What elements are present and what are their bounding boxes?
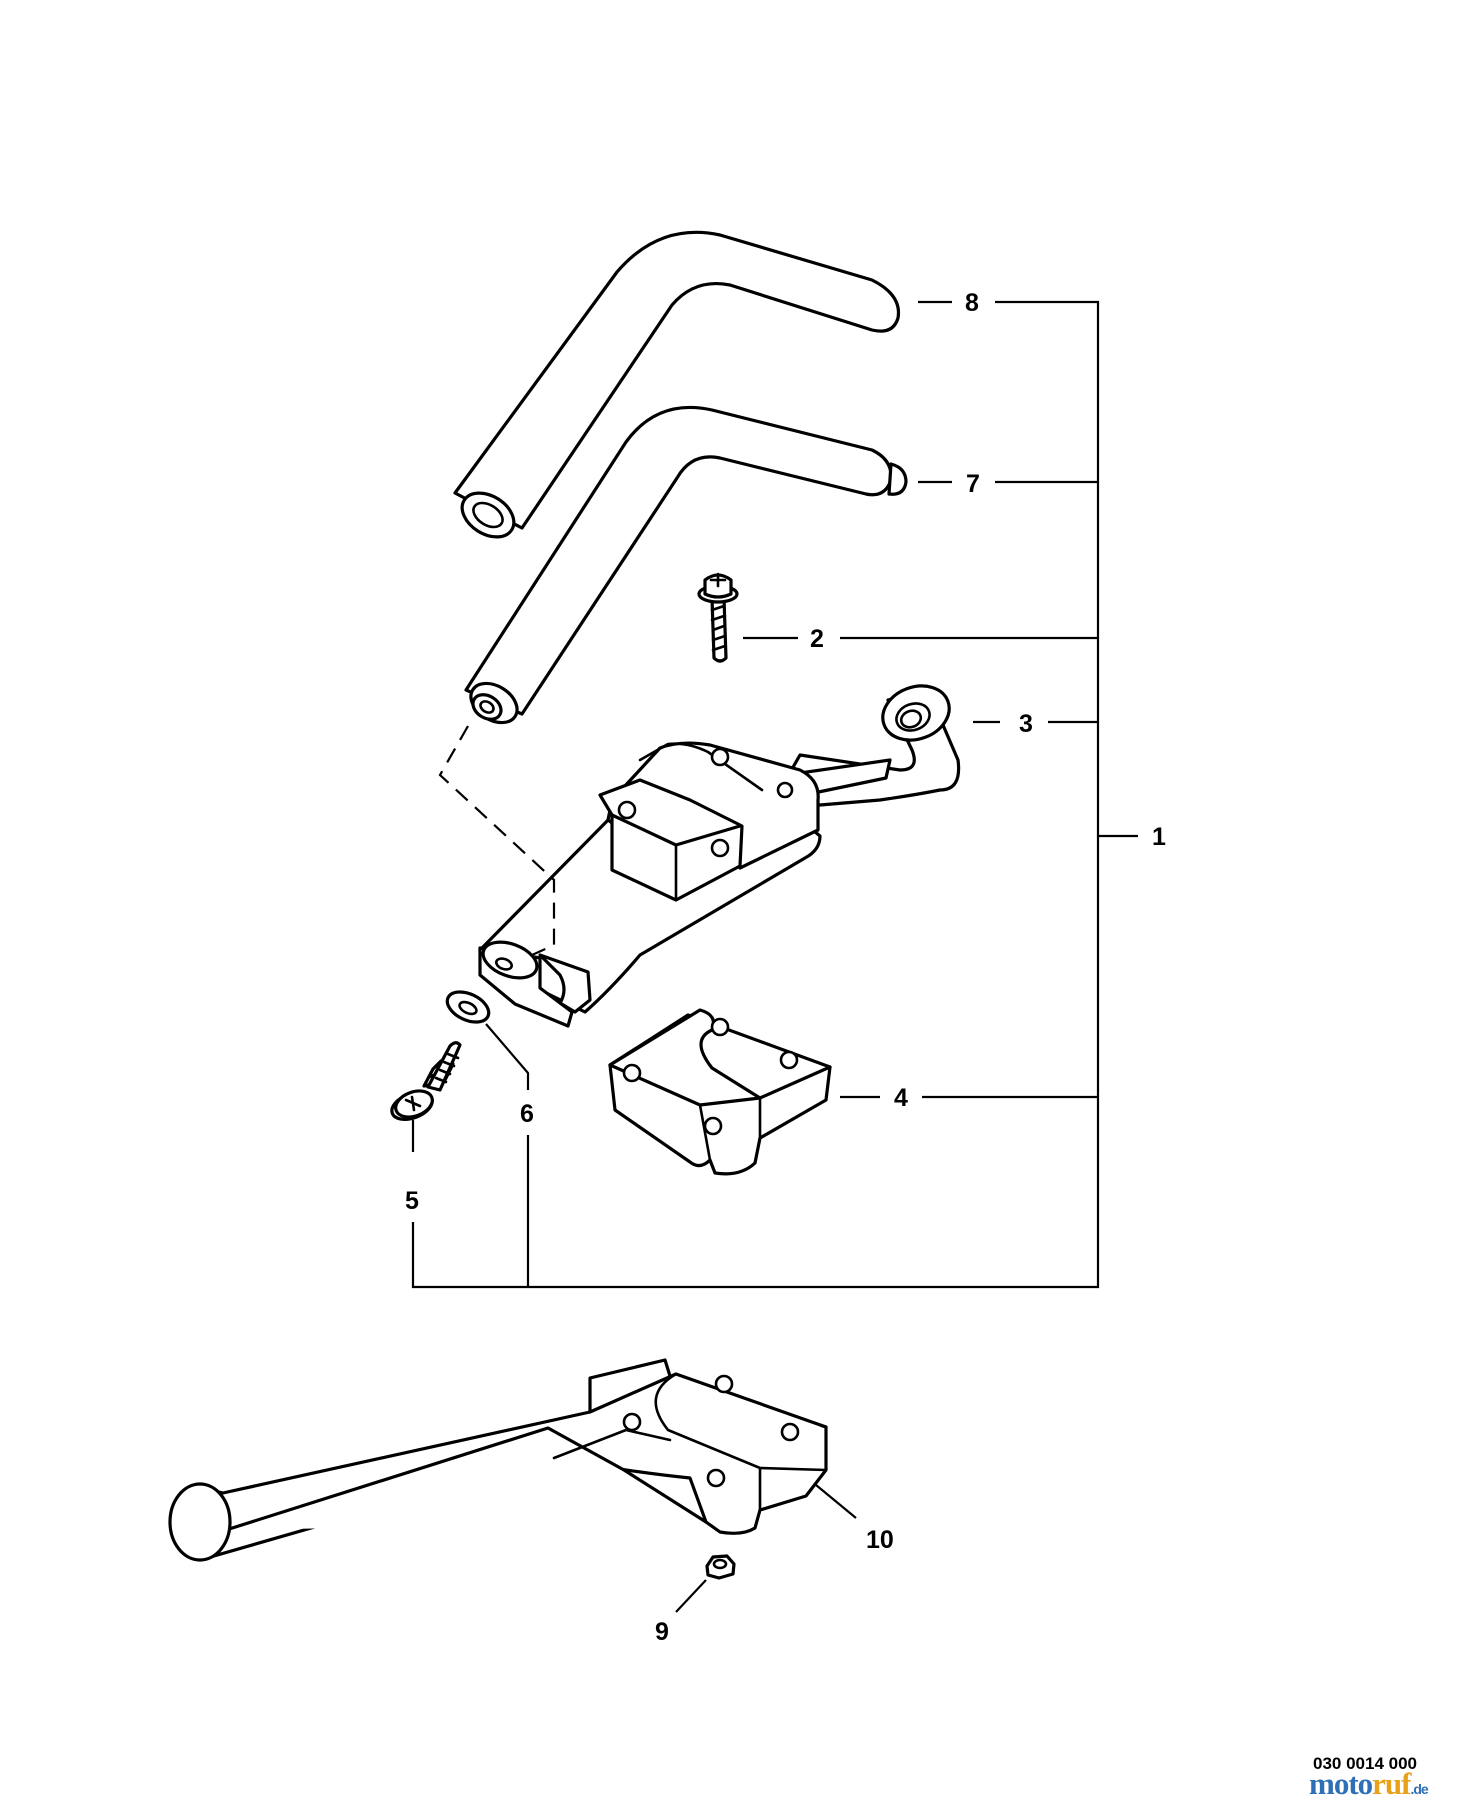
part-2-bolt [697, 572, 739, 663]
callout-7: 7 [966, 470, 980, 498]
callout-1: 1 [1152, 823, 1166, 851]
part-4-lower-clamp [608, 1008, 832, 1176]
part-9-nut [705, 1554, 736, 1580]
assembly-centerline [438, 725, 556, 957]
watermark-logo: motoruf.de [1309, 1766, 1429, 1802]
callout-5: 5 [405, 1187, 419, 1215]
part-10-lever-clamp [168, 1358, 828, 1562]
part-8-handle-tube [453, 230, 901, 539]
callout-labels: 8 7 2 3 1 4 6 5 10 9 [405, 289, 1166, 1646]
watermark-part-3: .de [1410, 1781, 1428, 1797]
callout-10: 10 [866, 1526, 894, 1554]
callout-6: 6 [520, 1100, 534, 1128]
part-7-handle-tube [464, 405, 908, 725]
leader-lines [411, 300, 1138, 1613]
part-5-screw [390, 1041, 462, 1121]
callout-4: 4 [894, 1084, 908, 1112]
drawing-number: 030 0014 000 [1313, 1754, 1417, 1773]
part-6-washer [445, 990, 491, 1024]
callout-3: 3 [1019, 710, 1033, 738]
callout-2: 2 [810, 625, 824, 653]
callout-9: 9 [655, 1618, 669, 1646]
watermark-part-1: moto [1309, 1766, 1373, 1801]
part-3-upper-clamp [478, 684, 961, 1028]
watermark-part-2: ruf [1372, 1766, 1411, 1801]
callout-8: 8 [965, 289, 979, 317]
